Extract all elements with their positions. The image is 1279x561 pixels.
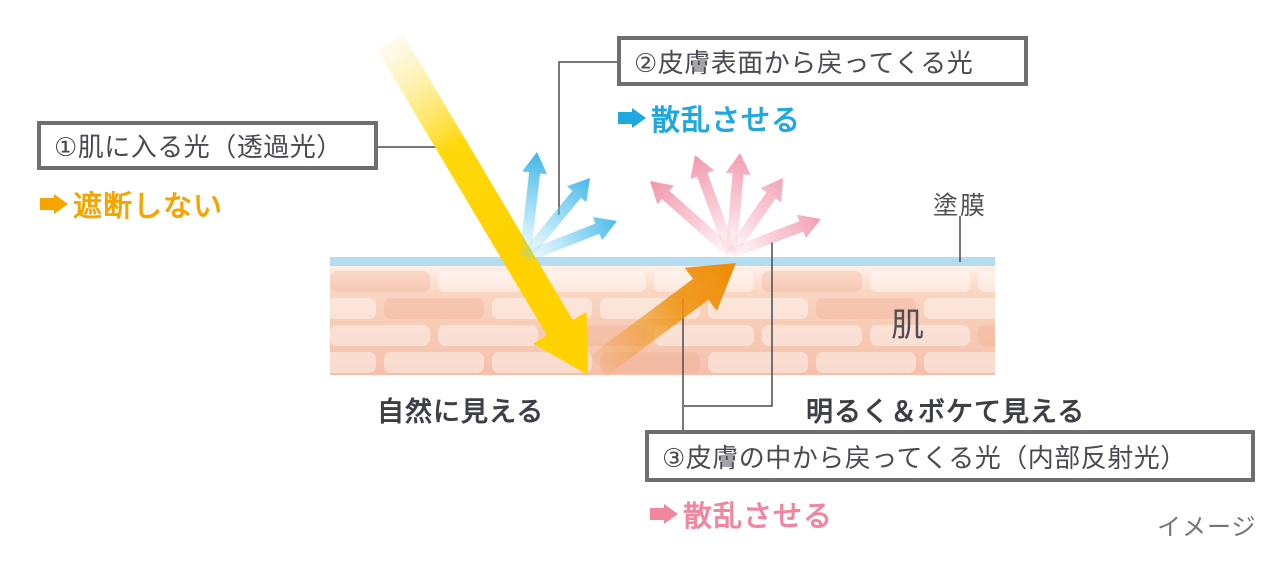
skin-brick (384, 298, 484, 319)
image-note-label: イメージ (1157, 513, 1257, 541)
label-box-internal-light: ③皮膚の中から戻ってくる光（内部反射光） (645, 430, 1255, 482)
skin-brick (330, 325, 430, 346)
skin-brick (762, 271, 862, 292)
skin-brick (654, 325, 754, 346)
skin-brick (978, 325, 995, 346)
skin-brick (708, 352, 808, 373)
coating-film-layer (330, 257, 995, 266)
action-scatter-surface-text: 散乱させる (651, 103, 802, 137)
label-box-incident-light: ①肌に入る光（透過光） (37, 121, 378, 170)
label-box-surface-light: ②皮膚表面から戻ってくる光 (617, 36, 1028, 86)
action-scatter-internal: 散乱させる (650, 493, 833, 535)
skin-brick (330, 298, 376, 319)
skin-brick (924, 298, 995, 319)
surface-scatter-arrow (519, 152, 547, 258)
skin-brick (762, 325, 862, 346)
internal-reflection-arrow (590, 263, 736, 377)
connector-line (558, 61, 617, 215)
skin-brick (438, 325, 538, 346)
internal-scatter-arrow (725, 153, 751, 254)
skin-brick (816, 352, 916, 373)
skin-brick (708, 298, 808, 319)
coating-film-label: 塗膜 (933, 191, 988, 220)
result-bright-blur-label: 明るく＆ボケて見える (806, 397, 1086, 428)
skin-brick (978, 271, 995, 292)
label-box-internal-light-text: ③皮膚の中から戻ってくる光（内部反射光） (662, 443, 1187, 474)
skin-brick (924, 352, 995, 373)
surface-scatter-arrow (520, 178, 590, 261)
skin-brick (330, 352, 376, 373)
action-not-blocked-text: 遮断しない (73, 189, 224, 223)
incident-light-arrow (377, 34, 588, 376)
internal-scatter-arrow (729, 214, 821, 259)
action-scatter-internal-text: 散乱させる (683, 499, 834, 533)
connector-line (684, 242, 773, 407)
action-scatter-surface: 散乱させる (618, 97, 801, 139)
right-arrow-icon (650, 508, 664, 520)
skin-brick (816, 298, 916, 319)
skin-brick (546, 271, 646, 292)
skin-brick (384, 352, 484, 373)
right-arrow-icon (618, 112, 632, 124)
internal-scatter-arrow (726, 178, 783, 257)
action-not-blocked: 遮断しない (40, 183, 223, 225)
label-box-surface-light-text: ②皮膚表面から戻ってくる光 (634, 48, 974, 79)
result-natural-label: 自然に見える (377, 397, 545, 428)
surface-scatter-arrow (523, 217, 617, 263)
skin-brick (330, 271, 430, 292)
skin-label: 肌 (891, 305, 924, 344)
internal-scatter-arrow (650, 181, 735, 258)
skin-brick (870, 325, 970, 346)
right-arrow-icon (40, 198, 54, 210)
label-box-incident-light-text: ①肌に入る光（透過光） (54, 133, 343, 163)
skin-brick (870, 271, 970, 292)
internal-scatter-arrow (690, 155, 737, 255)
